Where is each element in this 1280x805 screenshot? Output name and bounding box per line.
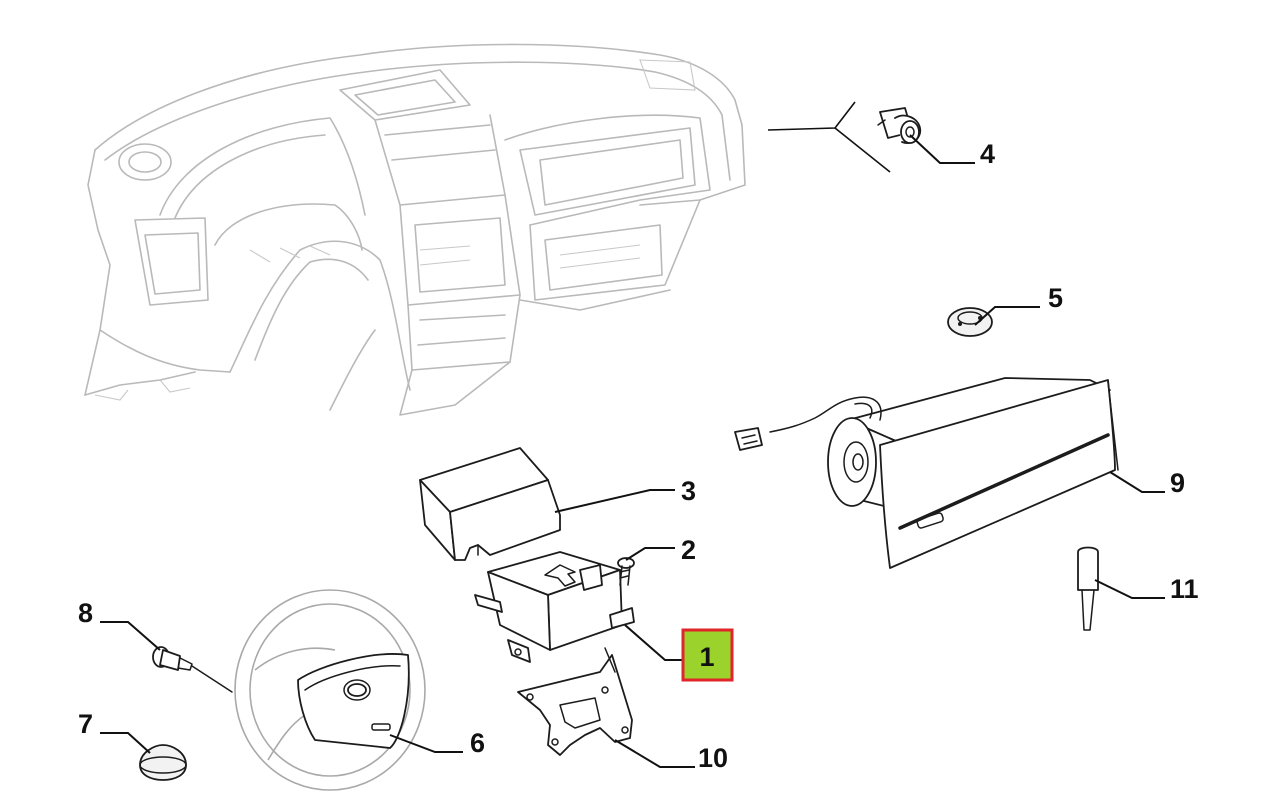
part-6-driver-airbag[interactable] bbox=[297, 653, 410, 749]
callout-5[interactable]: 5 bbox=[1048, 283, 1063, 313]
callout-3[interactable]: 3 bbox=[681, 476, 696, 506]
dashboard-ghost-drawing bbox=[84, 43, 746, 416]
callout-1[interactable]: 1 bbox=[681, 628, 734, 682]
part-4-connector-clip[interactable] bbox=[877, 107, 922, 144]
callout-11[interactable]: 11 bbox=[1170, 574, 1199, 604]
part-9-passenger-airbag[interactable] bbox=[734, 377, 1119, 569]
part-2-screw[interactable] bbox=[617, 557, 635, 586]
steering-wheel-ghost bbox=[234, 589, 426, 791]
dashboard-reference-lines bbox=[767, 101, 891, 173]
part-10-mounting-bracket[interactable] bbox=[517, 647, 633, 756]
part-7-cap[interactable] bbox=[139, 744, 187, 781]
part-11-tool[interactable] bbox=[1077, 546, 1099, 631]
callout-10[interactable]: 10 bbox=[698, 743, 728, 773]
callout-8[interactable]: 8 bbox=[78, 598, 93, 628]
callout-7[interactable]: 7 bbox=[78, 709, 93, 739]
part-1-control-unit[interactable] bbox=[474, 551, 635, 663]
callout-1-highlight-box bbox=[681, 628, 734, 682]
callout-1-label: 1 bbox=[699, 642, 714, 672]
callout-2[interactable]: 2 bbox=[681, 535, 696, 565]
part-5-cover-cap[interactable] bbox=[947, 307, 993, 337]
callout-leader-lines bbox=[100, 134, 1165, 768]
part-3-cover[interactable] bbox=[419, 447, 561, 561]
part-8-fastener[interactable] bbox=[152, 646, 233, 693]
callout-labels: 1 2 3 4 5 6 7 8 9 10 11 bbox=[78, 139, 1199, 773]
callout-4[interactable]: 4 bbox=[980, 139, 995, 169]
callout-6[interactable]: 6 bbox=[470, 728, 485, 758]
callout-9[interactable]: 9 bbox=[1170, 468, 1185, 498]
